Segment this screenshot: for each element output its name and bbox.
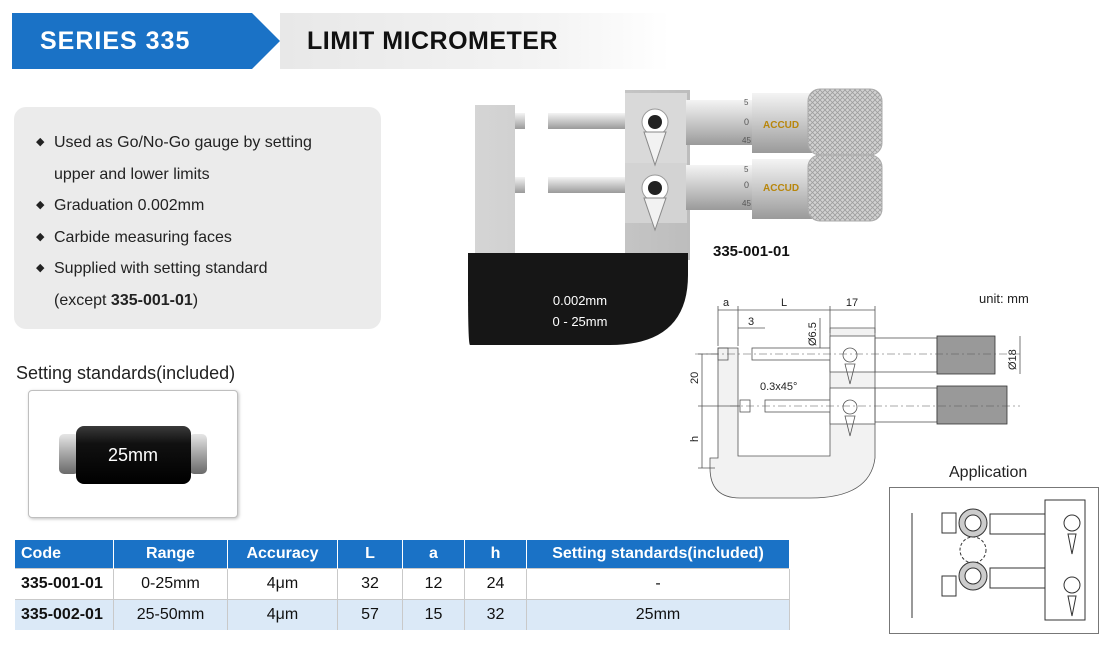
application-caption: Application	[949, 464, 1028, 481]
table-row: 335-002-01 25-50mm 4μm 57 15 32 25mm	[15, 599, 790, 630]
svg-text:20: 20	[690, 372, 701, 384]
cell-accuracy: 4μm	[227, 568, 338, 600]
features-panel: ◆Used as Go/No-Go gauge by setting upper…	[14, 107, 381, 329]
setting-standard-size: 25mm	[108, 445, 158, 465]
spec-table: Code Range Accuracy L a h Setting standa…	[15, 540, 790, 630]
series-label: SERIES 335	[40, 27, 191, 55]
svg-text:5: 5	[744, 165, 749, 174]
cell-h: 24	[464, 568, 527, 600]
cell-code: 335-001-01	[15, 568, 114, 600]
svg-text:17: 17	[846, 297, 858, 309]
svg-text:L: L	[781, 297, 787, 309]
features-list: ◆Used as Go/No-Go gauge by setting upper…	[34, 127, 312, 316]
svg-text:3: 3	[748, 316, 754, 328]
svg-text:0.3x45°: 0.3x45°	[760, 381, 797, 393]
cell-setting-standard: -	[526, 568, 790, 600]
svg-text:Ø6.5: Ø6.5	[807, 322, 819, 346]
photo-model-label: 335-001-01	[713, 243, 790, 260]
diamond-bullet-icon: ◆	[36, 136, 45, 148]
cell-a: 12	[402, 568, 465, 600]
diamond-bullet-icon: ◆	[36, 199, 45, 211]
cell-setting-standard: 25mm	[526, 599, 790, 630]
col-header-range: Range	[113, 540, 228, 569]
technical-drawing: a L 17 3 Ø6.5 Ø18 20 h 0.3x45°	[690, 297, 1021, 499]
feature-item-continued: upper and lower limits	[54, 165, 210, 183]
title-band	[280, 13, 670, 69]
col-header-a: a	[402, 540, 465, 569]
cell-code: 335-002-01	[15, 599, 114, 630]
svg-text:45: 45	[742, 199, 751, 208]
page-title: LIMIT MICROMETER	[307, 27, 559, 55]
feature-item: ◆Graduation 0.002mm	[34, 190, 312, 222]
col-header-accuracy: Accuracy	[227, 540, 338, 569]
setting-standard-caption: Setting standards(included)	[16, 363, 236, 383]
frame-range-text: 0 - 25mm	[553, 314, 608, 329]
brand-logo-lower: ACCUD	[763, 183, 799, 194]
cell-h: 32	[464, 599, 527, 630]
col-header-h: h	[464, 540, 527, 569]
svg-text:h: h	[690, 436, 701, 442]
svg-text:a: a	[723, 297, 730, 309]
brand-logo-upper: ACCUD	[763, 120, 799, 131]
micrometer-photo: 0.002mm 0 - 25mm ACCUD ACCUD 5 0 45 5 0 …	[468, 88, 883, 345]
svg-text:0: 0	[744, 180, 749, 190]
feature-item-continued: (except 335-001-01)	[54, 291, 199, 309]
col-header-L: L	[337, 540, 403, 569]
frame-graduation-text: 0.002mm	[553, 293, 607, 308]
svg-text:0: 0	[744, 117, 749, 127]
cell-L: 57	[337, 599, 403, 630]
cell-L: 32	[337, 568, 403, 600]
application-diagram	[889, 487, 1099, 634]
feature-item: ◆Supplied with setting standard	[34, 253, 312, 285]
svg-text:45: 45	[742, 136, 751, 145]
feature-item: ◆Used as Go/No-Go gauge by setting	[34, 127, 312, 159]
cell-range: 0-25mm	[113, 568, 228, 600]
table-header-row: Code Range Accuracy L a h Setting standa…	[15, 540, 790, 569]
series-banner	[12, 13, 280, 69]
diamond-bullet-icon: ◆	[36, 262, 45, 274]
col-header-setting-standards: Setting standards(included)	[526, 540, 790, 569]
setting-standard-image: 25mm	[28, 390, 238, 518]
svg-text:Ø18: Ø18	[1007, 349, 1019, 370]
col-header-code: Code	[15, 540, 114, 569]
svg-text:5: 5	[744, 98, 749, 107]
table-row: 335-001-01 0-25mm 4μm 32 12 24 -	[15, 568, 790, 600]
unit-label: unit: mm	[979, 291, 1029, 306]
diamond-bullet-icon: ◆	[36, 230, 45, 243]
cell-accuracy: 4μm	[227, 599, 338, 630]
feature-item: ◆Carbide measuring faces	[34, 222, 312, 254]
cell-range: 25-50mm	[113, 599, 228, 630]
cell-a: 15	[402, 599, 465, 630]
